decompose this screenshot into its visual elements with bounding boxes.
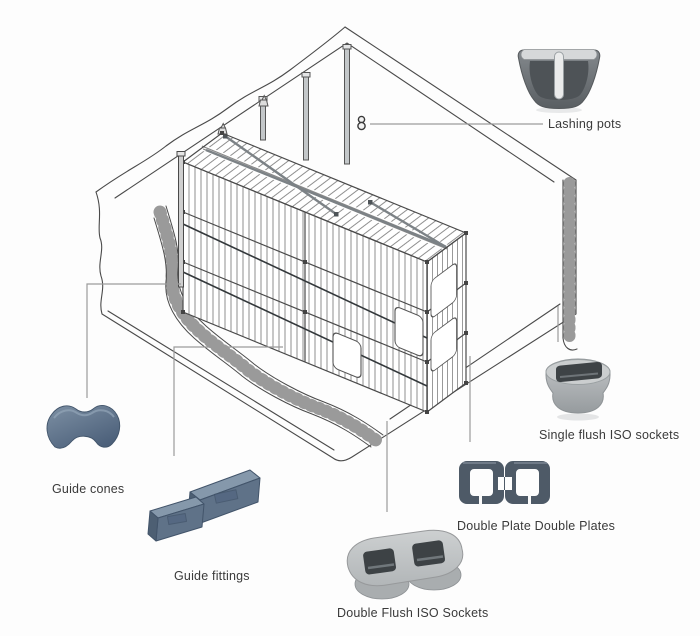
double-plate-image (459, 461, 550, 505)
leader-guide-fittings (173, 346, 283, 456)
top-lashing-rods (205, 135, 447, 249)
label-guide-fittings: Guide fittings (174, 569, 250, 583)
label-double-flush-iso-sockets: Double Flush ISO Sockets (337, 606, 489, 620)
guide-fittings-image (147, 469, 261, 542)
label-single-flush-iso-sockets: Single flush ISO sockets (539, 428, 680, 442)
label-lashing-pots: Lashing pots (548, 117, 622, 131)
side-lashing-bars (182, 223, 428, 387)
leader-guide-cones (86, 283, 181, 398)
label-double-plate-double-plates: Double Plate Double Plates (457, 519, 616, 533)
lashing-pot-image (517, 49, 601, 113)
container-stack (176, 131, 468, 414)
cell-guide-posts (258, 44, 352, 165)
label-guide-cones: Guide cones (52, 482, 125, 496)
ship-hold-structure (95, 26, 578, 462)
guide-cone-image (46, 405, 121, 449)
container-door-panels (332, 263, 458, 378)
corner-castings (181, 131, 468, 414)
double-flush-socket-image (346, 529, 464, 600)
lashing-pot-on-wall (357, 115, 366, 131)
rod-connectors (223, 134, 373, 217)
leader-lines (86, 123, 559, 512)
guide-rail (176, 151, 186, 288)
single-flush-socket-image (545, 358, 611, 421)
